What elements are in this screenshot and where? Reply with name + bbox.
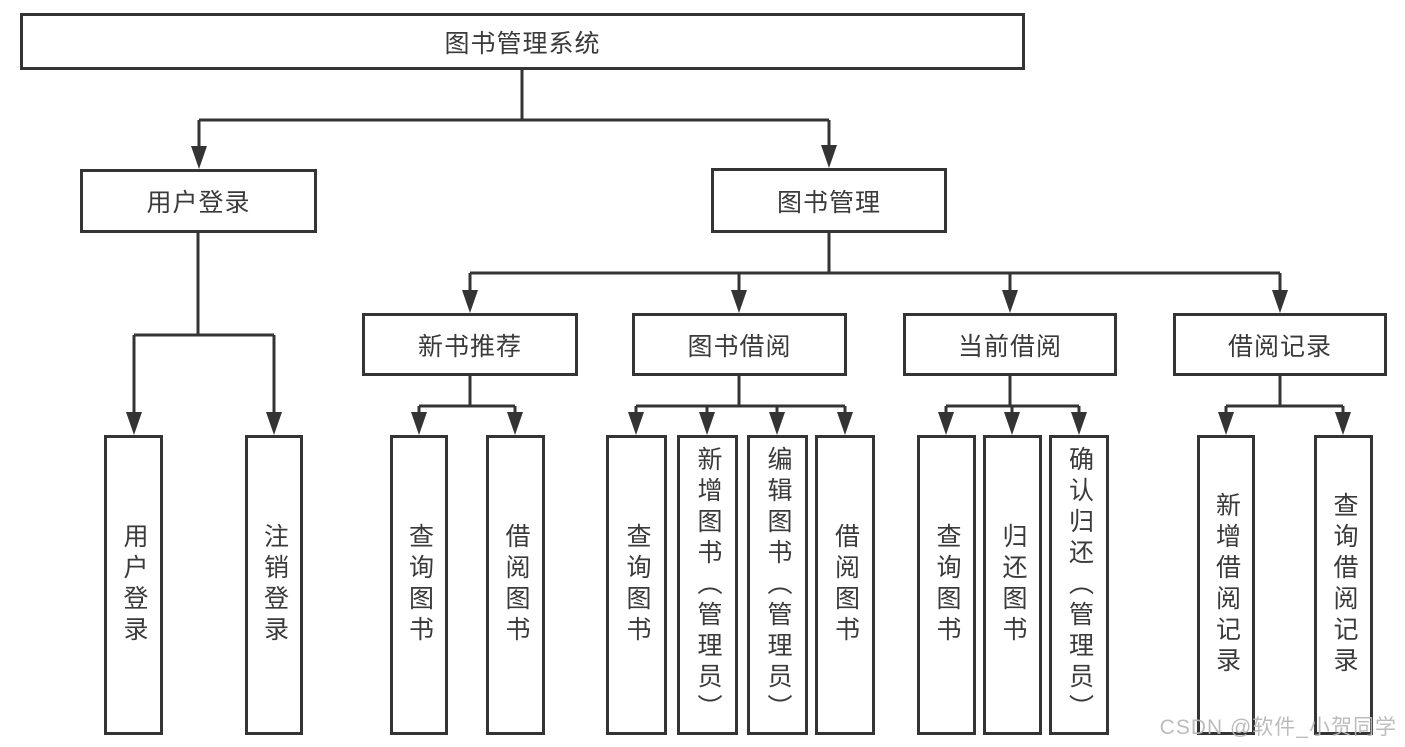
arrowhead <box>1335 412 1351 435</box>
leaf-label: 借阅图书 <box>831 523 860 647</box>
arrowhead <box>1272 290 1288 313</box>
leaf-query-books-recommend: 查询图书 <box>390 435 448 735</box>
arrowhead <box>699 412 715 435</box>
node-borrow-records: 借阅记录 <box>1173 313 1387 376</box>
arrowhead <box>731 290 747 313</box>
leaf-label: 编辑图书（管理员） <box>764 445 792 725</box>
arrowhead <box>126 412 142 435</box>
leaf-query-books-current: 查询图书 <box>917 435 976 735</box>
leaf-label: 查询图书 <box>933 523 961 647</box>
leaf-label: 注销登录 <box>260 523 289 647</box>
leaf-label: 查询图书 <box>405 523 434 647</box>
leaf-label: 归还图书 <box>999 523 1027 647</box>
leaf-label: 新增借阅记录 <box>1212 492 1241 678</box>
leaf-label: 用户登录 <box>120 523 148 647</box>
leaf-query-borrow-record: 查询借阅记录 <box>1314 435 1373 735</box>
connector-current-borrow-to-leaves <box>944 376 1081 414</box>
leaf-borrow-books-recommend: 借阅图书 <box>486 435 545 735</box>
node-new-book-recommend: 新书推荐 <box>362 313 578 376</box>
node-current-borrow: 当前借阅 <box>903 313 1117 376</box>
node-library-system: 图书管理系统 <box>20 13 1025 70</box>
leaf-label: 确认归还（管理员） <box>1065 445 1094 725</box>
leaf-confirm-return-admin: 确认归还（管理员） <box>1049 435 1109 735</box>
leaf-logout: 注销登录 <box>245 435 303 735</box>
connector-borrow-record-to-leaves <box>1224 376 1345 414</box>
connector-book-borrow-to-leaves <box>634 376 847 414</box>
arrowhead <box>1002 290 1018 313</box>
arrowhead <box>507 412 523 435</box>
node-book-management: 图书管理 <box>711 168 947 233</box>
leaf-label: 新增图书（管理员） <box>694 445 722 725</box>
arrowhead <box>837 412 853 435</box>
arrowhead <box>769 412 785 435</box>
leaf-label: 查询借阅记录 <box>1330 492 1358 678</box>
leaf-return-books: 归还图书 <box>983 435 1042 735</box>
connector-book-mgmt-to-level3 <box>468 233 1282 292</box>
leaf-query-books-borrow: 查询图书 <box>606 435 667 735</box>
arrowhead <box>411 412 427 435</box>
node-book-borrow: 图书借阅 <box>632 313 847 376</box>
leaf-label: 查询图书 <box>623 523 651 647</box>
arrowhead <box>938 412 954 435</box>
arrowhead <box>628 412 644 435</box>
leaf-add-borrow-record: 新增借阅记录 <box>1197 435 1255 735</box>
leaf-borrow-books: 借阅图书 <box>815 435 875 735</box>
arrowhead <box>191 146 207 169</box>
arrowhead <box>462 290 478 313</box>
connector-root-to-level2 <box>197 69 831 147</box>
leaf-label: 借阅图书 <box>502 523 530 647</box>
arrowhead <box>266 412 282 435</box>
arrowhead <box>821 145 837 168</box>
arrowhead <box>1218 412 1234 435</box>
leaf-edit-book-admin: 编辑图书（管理员） <box>747 435 808 735</box>
arrowhead <box>1071 412 1087 435</box>
leaf-add-book-admin: 新增图书（管理员） <box>677 435 738 735</box>
arrowhead <box>1004 412 1020 435</box>
leaf-user-login: 用户登录 <box>104 435 163 735</box>
node-user-login: 用户登录 <box>80 169 317 233</box>
watermark: CSDN @软件_小贺同学 <box>1159 716 1397 739</box>
connector-user-login-to-leaves <box>132 233 276 414</box>
connector-new-book-to-leaves <box>417 376 517 414</box>
